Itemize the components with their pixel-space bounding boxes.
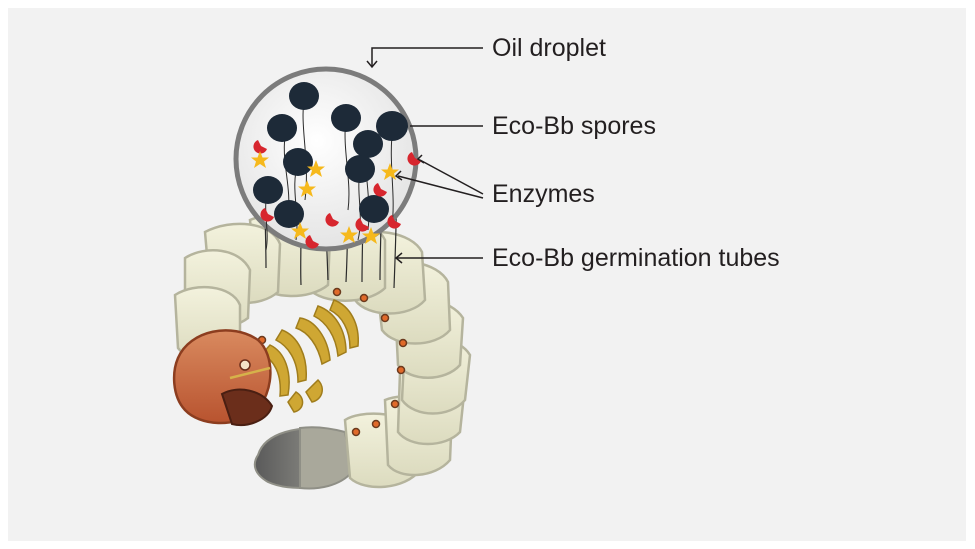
germination-tubes-label: Eco-Bb germination tubes xyxy=(492,246,780,271)
enzymes-label: Enzymes xyxy=(492,182,595,207)
enzymes-leader-1 xyxy=(420,160,483,194)
grub-tail xyxy=(255,427,352,488)
spores-label: Eco-Bb spores xyxy=(492,114,656,139)
grub-head xyxy=(174,330,272,425)
oil-droplet-leader xyxy=(372,48,483,66)
grub-legs xyxy=(262,300,358,412)
oil-droplet-label: Oil droplet xyxy=(492,36,606,61)
